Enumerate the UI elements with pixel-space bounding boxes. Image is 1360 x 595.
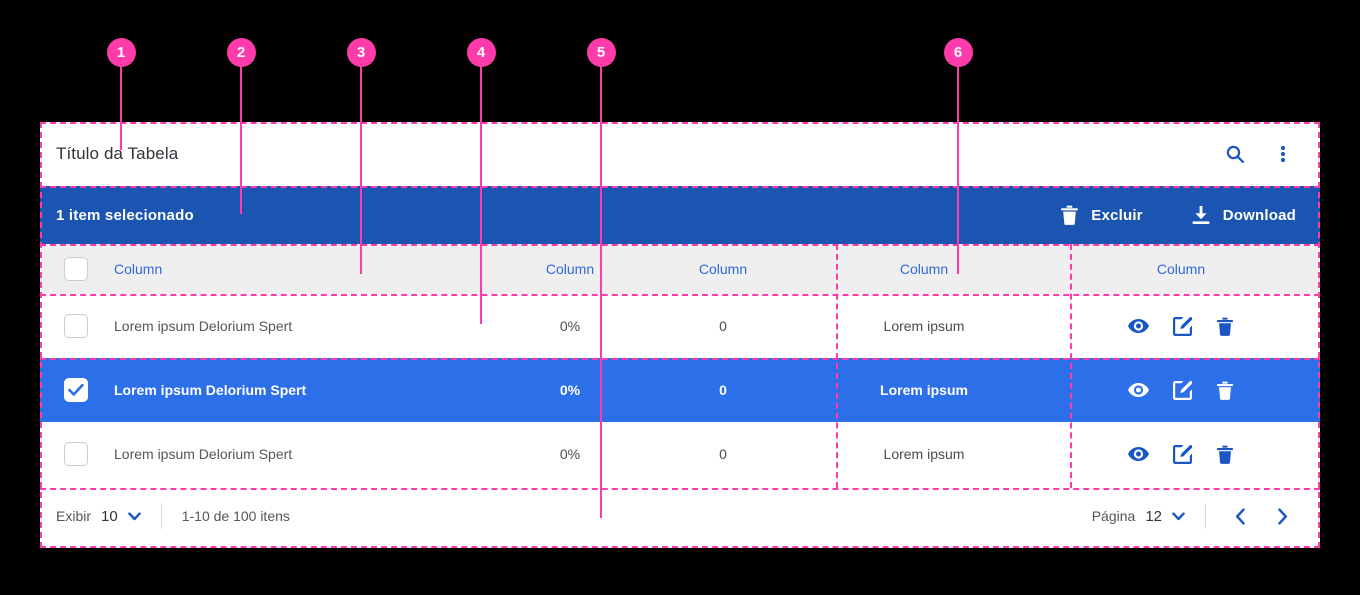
data-table: Column Column Column Column Column Lorem… xyxy=(40,244,1320,486)
table-header-row: Column Column Column Column Column xyxy=(40,244,1320,294)
cell-name: Lorem ipsum Delorium Spert xyxy=(114,382,307,398)
table-row[interactable]: Lorem ipsum Delorium Spert 0% 0 Lorem ip… xyxy=(40,294,1320,358)
table-row[interactable]: Lorem ipsum Delorium Spert 0% 0 Lorem ip… xyxy=(40,422,1320,486)
select-all-checkbox[interactable] xyxy=(64,257,88,281)
column-header-5[interactable]: Column xyxy=(1042,244,1320,294)
page-value[interactable]: 12 xyxy=(1145,507,1162,525)
page-title: Título da Tabela xyxy=(56,144,179,163)
selection-actions: Excluir Download xyxy=(1060,205,1296,225)
callout-badge-6: 6 xyxy=(943,38,973,67)
cell-text: Lorem ipsum xyxy=(883,446,965,462)
bulk-delete-label: Excluir xyxy=(1091,206,1143,224)
cell-name: Lorem ipsum Delorium Spert xyxy=(114,318,293,334)
callout-badge-2: 2 xyxy=(226,38,256,67)
header-actions xyxy=(1222,141,1296,167)
table-footer: Exibir 10 1-10 de 100 itens Página 12 xyxy=(40,486,1320,546)
table-row[interactable]: Lorem ipsum Delorium Spert 0% 0 Lorem ip… xyxy=(40,358,1320,422)
eye-icon[interactable] xyxy=(1128,447,1149,461)
next-page-button[interactable] xyxy=(1268,502,1296,530)
bulk-delete-button[interactable]: Excluir xyxy=(1060,205,1143,225)
callout-badge-1: 1 xyxy=(106,38,136,67)
prev-page-button[interactable] xyxy=(1226,502,1254,530)
trash-icon xyxy=(1060,205,1079,225)
more-vertical-icon[interactable] xyxy=(1270,141,1296,167)
callout-badge-4: 4 xyxy=(466,38,496,67)
footer-divider xyxy=(160,503,162,529)
callout-badge-3: 3 xyxy=(346,38,376,67)
cell-number: 0 xyxy=(719,382,727,398)
cell-percent: 0% xyxy=(559,382,581,398)
rows-per-page-label: Exibir xyxy=(56,508,92,524)
column-header-4[interactable]: Column xyxy=(806,244,1042,294)
selection-toolbar: 1 item selecionado Excluir xyxy=(40,186,1320,244)
cell-number: 0 xyxy=(719,446,727,462)
chevron-down-icon[interactable] xyxy=(127,511,141,521)
pagination-controls: Página 12 xyxy=(1092,502,1296,530)
download-icon xyxy=(1191,205,1211,225)
edit-square-icon[interactable] xyxy=(1173,380,1192,400)
table-head: Column Column Column Column Column xyxy=(40,244,1320,294)
cell-actions xyxy=(1042,294,1320,358)
row-select-cell xyxy=(40,358,112,422)
footer-divider xyxy=(1205,503,1206,529)
edit-square-icon[interactable] xyxy=(1173,316,1192,336)
cell-percent: 0% xyxy=(559,446,581,462)
bulk-download-button[interactable]: Download xyxy=(1191,205,1296,225)
select-all-cell xyxy=(40,244,112,294)
bulk-download-label: Download xyxy=(1222,206,1296,224)
row-select-cell xyxy=(40,422,112,486)
chevron-down-icon[interactable] xyxy=(1172,511,1185,521)
search-icon[interactable] xyxy=(1222,141,1248,167)
table-card: Título da Tabela 1 item selecionado xyxy=(40,122,1320,548)
trash-icon[interactable] xyxy=(1216,381,1234,400)
cell-text: Lorem ipsum xyxy=(883,318,965,334)
cell-text: Lorem ipsum xyxy=(880,382,968,398)
row-checkbox[interactable] xyxy=(64,378,88,402)
trash-icon[interactable] xyxy=(1216,317,1234,336)
rows-per-page-group: Exibir 10 xyxy=(56,508,141,525)
column-header-1[interactable]: Column xyxy=(112,244,500,294)
callout-badge-5: 5 xyxy=(586,38,616,67)
row-checkbox[interactable] xyxy=(64,314,88,338)
table-body: Lorem ipsum Delorium Spert 0% 0 Lorem ip… xyxy=(40,294,1320,486)
row-select-cell xyxy=(40,294,112,358)
cell-actions xyxy=(1042,358,1320,422)
range-text: 1-10 de 100 itens xyxy=(181,508,290,524)
selection-count-label: 1 item selecionado xyxy=(56,206,194,224)
edit-square-icon[interactable] xyxy=(1173,444,1192,464)
page-label: Página xyxy=(1091,508,1136,524)
table-header: Título da Tabela xyxy=(40,122,1320,186)
page-select-group: Página 12 xyxy=(1092,508,1185,525)
trash-icon[interactable] xyxy=(1216,445,1234,464)
eye-icon[interactable] xyxy=(1128,383,1149,397)
cell-number: 0 xyxy=(719,318,727,334)
column-header-3[interactable]: Column xyxy=(640,244,806,294)
cell-name: Lorem ipsum Delorium Spert xyxy=(114,446,293,462)
row-checkbox[interactable] xyxy=(64,442,88,466)
rows-per-page-value[interactable]: 10 xyxy=(101,507,118,525)
cell-percent: 0% xyxy=(559,318,581,334)
cell-actions xyxy=(1042,422,1320,486)
eye-icon[interactable] xyxy=(1128,319,1149,333)
column-header-2[interactable]: Column xyxy=(500,244,640,294)
